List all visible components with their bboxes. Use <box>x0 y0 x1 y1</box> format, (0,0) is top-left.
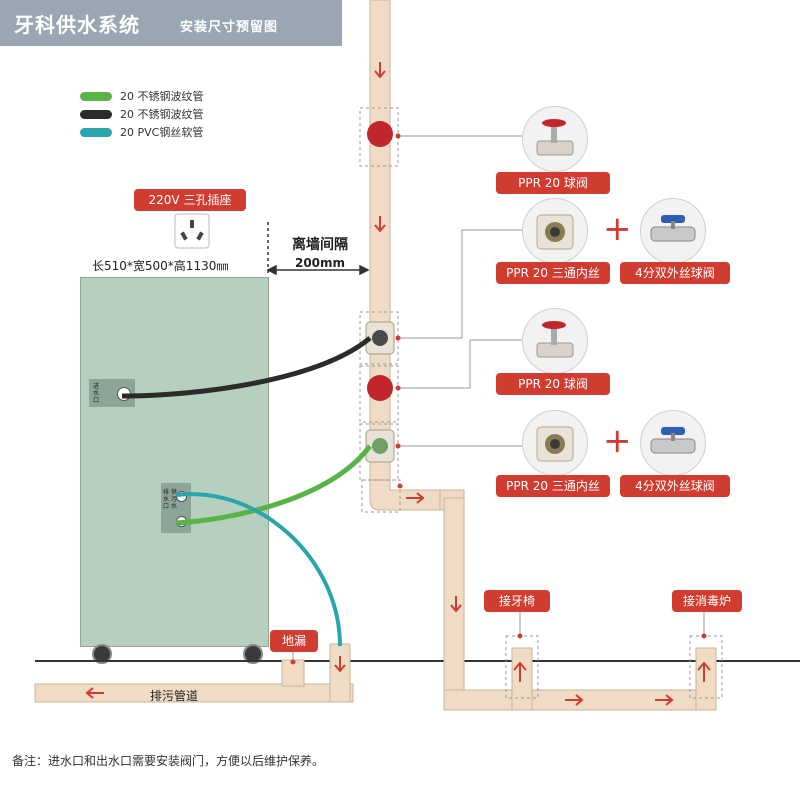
socket-icon <box>174 213 210 249</box>
ppr-tee-label: PPR 20 三通内丝 <box>496 475 610 497</box>
tee-port <box>372 438 388 454</box>
ball-valve-image <box>522 106 588 172</box>
plus-icon: + <box>603 209 632 249</box>
legend-label: 20 不锈钢波纹管 <box>120 108 204 121</box>
double-ball-valve-image <box>640 410 706 476</box>
green-swatch-icon <box>80 92 112 101</box>
wall-gap: 离墙间隔 200mm <box>270 234 370 270</box>
ppr-ball-valve-label: PPR 20 球阀 <box>496 373 610 395</box>
legend-label: 20 PVC钢丝软管 <box>120 126 204 139</box>
tee-fitting-image <box>522 410 588 476</box>
sterilizer-connection-label: 接消毒炉 <box>672 590 742 612</box>
green-hose <box>175 444 373 526</box>
drain-pipe <box>34 683 354 703</box>
legend-label: 20 不锈钢波纹管 <box>120 90 204 103</box>
diagram-subtitle: 安装尺寸预留图 <box>180 20 279 35</box>
valve-box <box>359 365 399 423</box>
wall-gap-value: 200mm <box>294 256 346 270</box>
tee-box <box>359 311 399 365</box>
header-bar: 牙科供水系统 安装尺寸预留图 <box>0 0 342 46</box>
wheel-icon <box>92 644 112 664</box>
cabinet-dimensions: 长510*宽500*高1130㎜ <box>92 259 229 273</box>
tee-port <box>372 330 388 346</box>
sterilizer-box <box>689 635 723 699</box>
outlet-label-2: 供污水 <box>171 489 178 510</box>
wall-gap-label: 离墙间隔 <box>292 237 348 253</box>
teal-swatch-icon <box>80 128 112 137</box>
chair-riser-pipe <box>511 647 533 711</box>
sterilizer-riser-pipe <box>695 647 717 711</box>
drain-pipe-label: 排污管道 <box>150 689 199 703</box>
double-ball-valve-image <box>640 198 706 264</box>
double-ball-valve-label: 4分双外丝球阀 <box>620 475 730 497</box>
diagram-title: 牙科供水系统 <box>14 13 140 37</box>
gap-dimension <box>266 222 370 276</box>
chair-box <box>505 635 539 699</box>
tee-box <box>359 423 399 481</box>
teal-hose <box>175 492 342 647</box>
down-pipe <box>443 497 465 711</box>
fitting-dots <box>290 133 707 665</box>
flow-arrows <box>85 62 711 706</box>
black-hose <box>121 336 372 399</box>
footer-note: 备注：进水口和出水口需要安装阀门，方便以后维护保养。 <box>12 754 325 768</box>
valve-handle <box>367 375 393 401</box>
socket-label: 220V 三孔插座 <box>134 189 246 211</box>
leader-lines <box>292 135 705 660</box>
wheel-icon <box>243 644 263 664</box>
drain-riser-pipe <box>329 643 351 703</box>
double-ball-valve-label: 4分双外丝球阀 <box>620 262 730 284</box>
tee-fitting-image <box>522 198 588 264</box>
water-cabinet: 进水口 排水口 供污水 <box>80 277 269 647</box>
black-swatch-icon <box>80 110 112 119</box>
valve-handle <box>367 121 393 147</box>
ground-line <box>35 660 800 662</box>
chair-connection-label: 接牙椅 <box>484 590 550 612</box>
elbow-box <box>361 479 401 513</box>
elbow-pipe <box>369 479 449 511</box>
floor-drain-label: 地漏 <box>270 630 318 652</box>
ppr-tee-label: PPR 20 三通内丝 <box>496 262 610 284</box>
plus-icon: + <box>603 421 632 461</box>
inlet-label: 进水口 <box>93 383 100 404</box>
outlet-label-1: 排水口 <box>163 489 170 510</box>
ppr-ball-valve-label: PPR 20 球阀 <box>496 172 610 194</box>
ball-valve-image <box>522 308 588 374</box>
